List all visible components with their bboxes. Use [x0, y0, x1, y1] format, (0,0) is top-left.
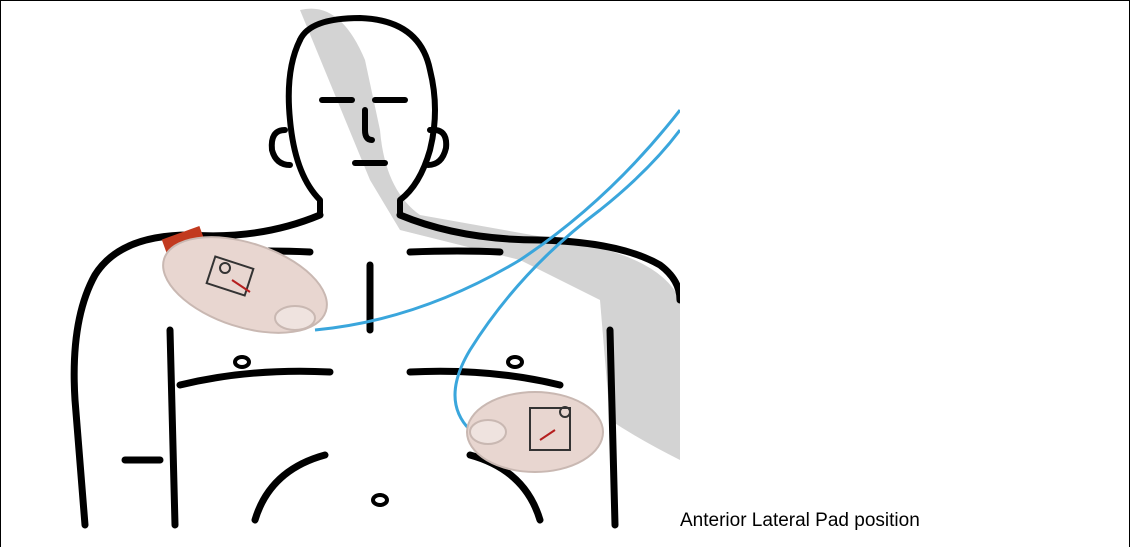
figure-caption: Anterior Lateral Pad position: [680, 510, 920, 532]
aed-pad-diagram: [0, 0, 680, 548]
electrode-pad-lower: [467, 392, 603, 472]
torso-illustration: [0, 0, 680, 548]
electrode-pad-upper: [151, 219, 339, 351]
